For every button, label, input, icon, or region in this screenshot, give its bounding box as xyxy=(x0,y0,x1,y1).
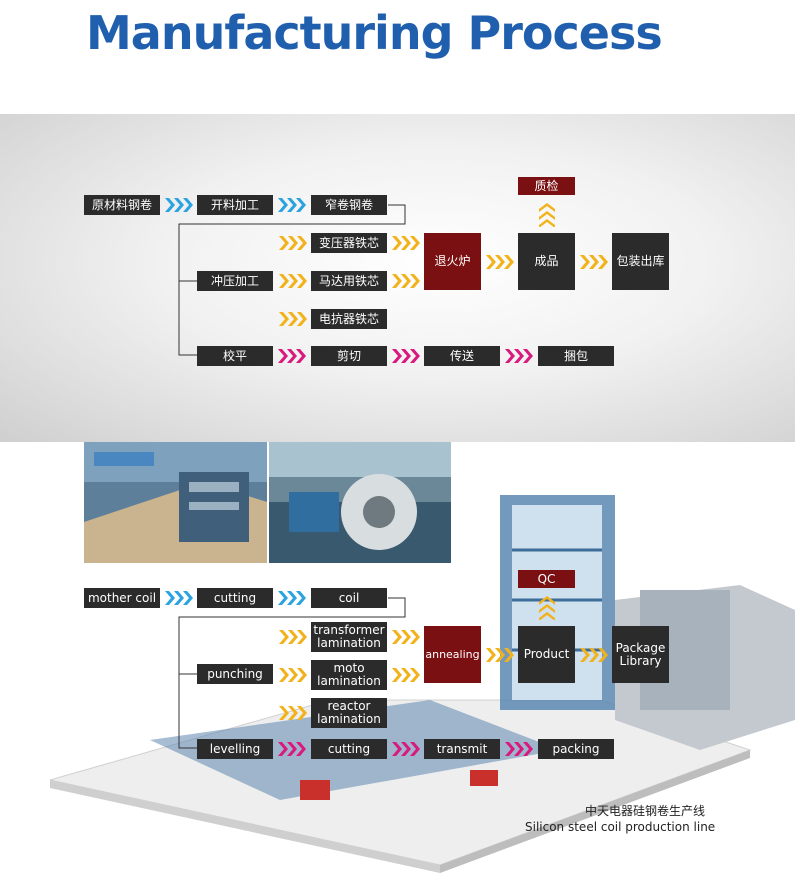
bundling-box: 捆包 xyxy=(538,346,614,366)
chevron-arrow-icon xyxy=(580,648,608,662)
up-chevron-icon xyxy=(539,203,555,227)
mother-coil-box: mother coil xyxy=(84,588,160,608)
raw-coil-box: 原材料钢卷 xyxy=(84,195,160,215)
transformer-lamination-box: transformer lamination xyxy=(311,622,387,652)
chevron-arrow-icon xyxy=(279,312,307,326)
chevron-arrow-icon xyxy=(392,236,420,250)
chevron-arrow-icon xyxy=(392,668,420,682)
transmit-box: 传送 xyxy=(424,346,500,366)
chevron-arrow-icon xyxy=(392,630,420,644)
packing-box: packing xyxy=(538,739,614,759)
annealing-furnace-box: 退火炉 xyxy=(424,233,481,290)
cutting-box-bottom: cutting xyxy=(311,739,387,759)
chevron-arrow-icon xyxy=(165,591,193,605)
chevron-arrow-icon xyxy=(505,742,533,756)
machine-photo-2 xyxy=(269,442,451,563)
chevron-arrow-icon xyxy=(279,236,307,250)
package-library-box: Package Library xyxy=(612,626,669,683)
product-box: 成品 xyxy=(518,233,575,290)
chevron-arrow-icon xyxy=(279,630,307,644)
chevron-arrow-icon xyxy=(279,274,307,288)
chevron-arrow-icon xyxy=(580,255,608,269)
up-chevron-icon xyxy=(539,596,555,620)
chevron-arrow-icon xyxy=(278,742,306,756)
chevron-arrow-icon xyxy=(279,706,307,720)
punching-box: 冲压加工 xyxy=(197,271,273,291)
shearing-box: 剪切 xyxy=(311,346,387,366)
caption-cn: 中天电器硅钢卷生产线 xyxy=(585,804,706,818)
chevron-arrow-icon xyxy=(392,349,420,363)
cutting-box-top: cutting xyxy=(197,588,273,608)
coil-box: coil xyxy=(311,588,387,608)
moto-lamination-box: moto lamination xyxy=(311,660,387,690)
page-title: Manufacturing Process xyxy=(86,6,663,60)
narrow-coil-box: 窄卷钢卷 xyxy=(311,195,387,215)
reactor-lamination-box: reactor lamination xyxy=(311,698,387,728)
chevron-arrow-icon xyxy=(165,198,193,212)
motor-core-box: 马达用铁芯 xyxy=(311,271,387,291)
chevron-arrow-icon xyxy=(486,648,514,662)
qc-box: 质检 xyxy=(518,177,575,195)
chevron-arrow-icon xyxy=(278,349,306,363)
package-box: 包装出库 xyxy=(612,233,669,290)
transmit-box-en: transmit xyxy=(424,739,500,759)
levelling-box-en: levelling xyxy=(197,739,273,759)
chevron-arrow-icon xyxy=(505,349,533,363)
qc-box-en: QC xyxy=(518,570,575,588)
machine-photo-1 xyxy=(84,442,267,563)
chevron-arrow-icon xyxy=(486,255,514,269)
reactor-core-box: 电抗器铁芯 xyxy=(311,309,387,329)
slitting-box: 开料加工 xyxy=(197,195,273,215)
punching-box-en: punching xyxy=(197,664,273,684)
transformer-core-box: 变压器铁芯 xyxy=(311,233,387,253)
product-box-en: Product xyxy=(518,626,575,683)
chevron-arrow-icon xyxy=(392,274,420,288)
chevron-arrow-icon xyxy=(278,591,306,605)
annealing-box: annealing xyxy=(424,626,481,683)
chevron-arrow-icon xyxy=(278,198,306,212)
caption-en: Silicon steel coil production line xyxy=(525,820,716,834)
chevron-arrow-icon xyxy=(392,742,420,756)
levelling-box: 校平 xyxy=(197,346,273,366)
chevron-arrow-icon xyxy=(279,668,307,682)
